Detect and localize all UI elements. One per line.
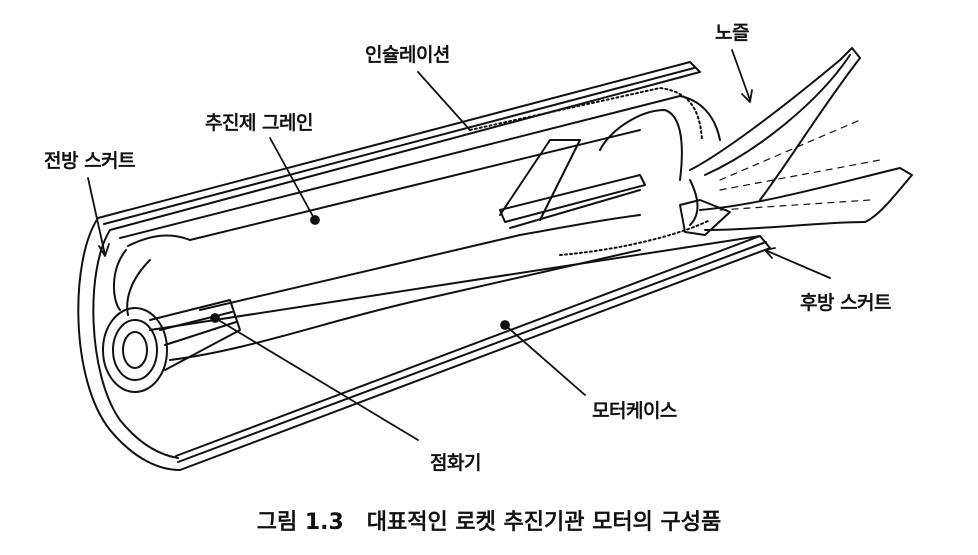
label-propellant-grain: 추진제 그레인 bbox=[205, 112, 314, 134]
insulation bbox=[469, 87, 711, 256]
inner-case bbox=[112, 95, 721, 316]
propellant-grain bbox=[169, 109, 683, 361]
label-aft-skirt: 후방 스커트 bbox=[800, 292, 892, 314]
label-nozzle: 노즐 bbox=[715, 22, 749, 44]
figure-caption: 그림 1.3 대표적인 로켓 추진기관 모터의 구성품 bbox=[256, 510, 722, 535]
label-motor-case: 모터케이스 bbox=[592, 400, 677, 422]
leader-lines bbox=[87, 49, 831, 441]
label-insulation: 인슐레이션 bbox=[365, 44, 450, 66]
igniter bbox=[102, 299, 241, 393]
label-forward-skirt: 전방 스커트 bbox=[44, 150, 136, 172]
nozzle bbox=[679, 47, 913, 236]
label-igniter: 점화기 bbox=[430, 452, 481, 474]
motor-case-outer bbox=[77, 61, 771, 471]
